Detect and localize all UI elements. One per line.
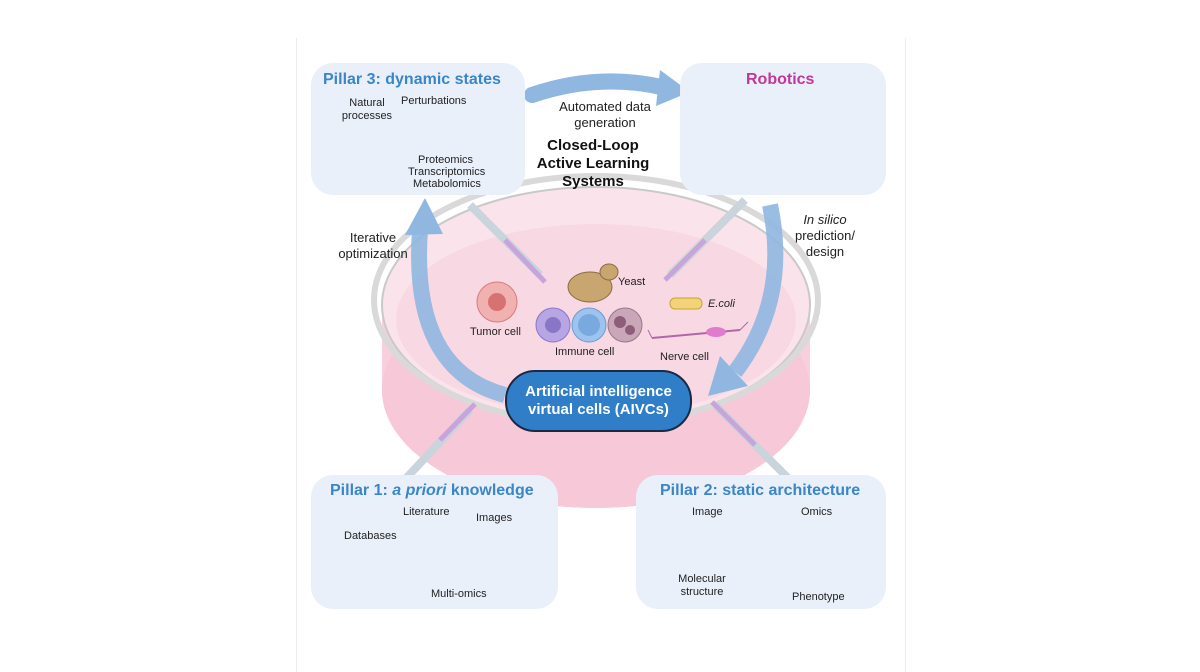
pillar2-title: Pillar 2: static architecture <box>660 482 861 499</box>
tumor-cell-label: Tumor cell <box>470 326 521 338</box>
tumor-cell-icon <box>476 281 518 323</box>
omics-label: Omics <box>801 506 833 518</box>
pillar1-box <box>311 475 558 609</box>
closed-loop-title: Closed-Loop Active Learning Systems <box>536 137 650 190</box>
nerve-cell-label: Nerve cell <box>660 351 709 363</box>
molecular-structure-label: Molecular structure <box>678 573 726 598</box>
in-silico-italic: In silico <box>803 212 847 227</box>
arrow-iterative-head <box>405 198 443 235</box>
arrow-automated <box>524 73 673 103</box>
in-silico-label: In silico prediction/ design <box>785 212 865 260</box>
pillar3-title: Pillar 3: dynamic states <box>323 71 501 88</box>
aivc-badge: Artificial intelligence virtual cells (A… <box>505 370 692 432</box>
robotics-box <box>680 63 886 195</box>
literature-label: Literature <box>403 506 450 518</box>
ecoli-label: E.coli <box>708 298 735 310</box>
image-label: Image <box>692 506 723 518</box>
automated-data-label: Automated data generation <box>559 99 651 130</box>
natural-processes-label: Natural processes <box>341 97 393 122</box>
iterative-optimization-label: Iterative optimization <box>338 230 408 261</box>
arrow-in-silico-head <box>708 356 748 396</box>
metabolomics-label: Metabolomics <box>413 178 481 190</box>
yeast-icon <box>567 263 619 303</box>
pipette-top-right <box>663 197 748 282</box>
pipette-top-left <box>467 202 547 284</box>
yeast-label: Yeast <box>618 276 646 288</box>
aivc-line2: virtual cells (AIVCs) <box>528 401 669 418</box>
ecoli-icon <box>669 297 703 310</box>
robotics-title: Robotics <box>746 71 815 88</box>
pillar1-title: Pillar 1: a priori knowledge <box>330 482 534 500</box>
multiomics-label: Multi-omics <box>431 588 487 600</box>
arrow-automated-head <box>656 70 690 106</box>
databases-label: Databases <box>344 530 397 542</box>
pillar1-title-prefix: Pillar 1: <box>330 482 393 499</box>
immune-cell-icon-3 <box>607 307 643 343</box>
pillar1-title-suffix: knowledge <box>446 482 534 499</box>
pillar2-box <box>636 475 886 609</box>
arrow-in-silico <box>728 203 784 377</box>
images-label: Images <box>476 512 513 524</box>
pillar3-box <box>311 63 525 195</box>
proteomics-label: Proteomics <box>418 154 474 166</box>
aivc-line1: Artificial intelligence <box>525 383 672 400</box>
phenotype-label: Phenotype <box>792 591 845 603</box>
immune-cell-icon-2 <box>571 307 607 343</box>
in-silico-rest: prediction/ design <box>795 228 855 259</box>
perturbations-label: Perturbations <box>401 95 467 107</box>
transcriptomics-label: Transcriptomics <box>408 166 486 178</box>
immune-cell-label: Immune cell <box>555 346 615 358</box>
immune-cell-icon-1 <box>535 307 571 343</box>
arrow-iterative <box>411 229 508 403</box>
nerve-cell-icon <box>647 321 749 339</box>
pillar1-title-italic: a priori <box>392 482 447 499</box>
